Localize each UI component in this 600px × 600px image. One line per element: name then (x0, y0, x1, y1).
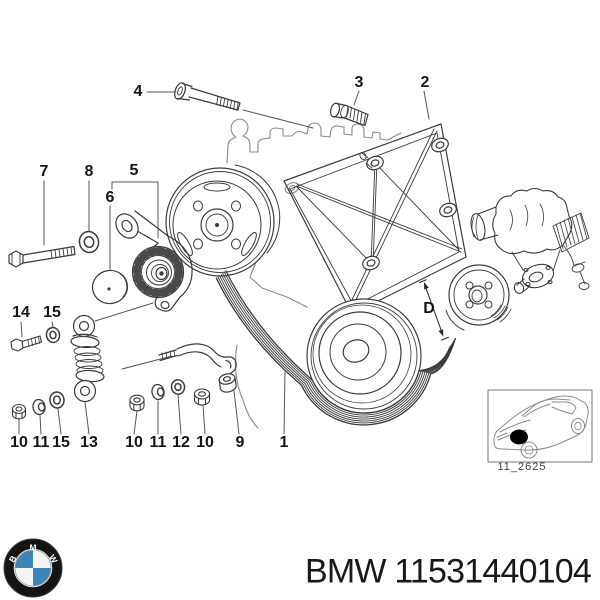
tensioner-assembly (115, 210, 193, 312)
callout-12: 12 (172, 434, 190, 451)
tensioner-damper-13 (70, 314, 105, 403)
bracket-part-2 (283, 123, 467, 315)
part-number-text: BMW 11531440104 (304, 552, 592, 591)
callout-10b: 10 (125, 434, 143, 451)
callout-15a: 15 (43, 304, 61, 321)
bolt-7 (8, 245, 76, 268)
nut-10c (193, 388, 211, 406)
callout-4: 4 (133, 83, 143, 100)
tensioner-cover (91, 269, 129, 305)
drive-belt (215, 270, 457, 426)
support-arm-9 (158, 343, 237, 393)
washer-15b (49, 391, 65, 409)
car-thumbnail (487, 389, 593, 463)
callout-10a: 10 (10, 434, 28, 451)
callout-3: 3 (354, 74, 364, 91)
thumbnail-code: 11_2625 (497, 461, 547, 473)
callout-11a: 11 (32, 434, 50, 451)
callout-8: 8 (84, 163, 94, 180)
dimension-d (418, 279, 449, 341)
callout-15b: 15 (52, 434, 70, 451)
nut-10a (11, 403, 27, 420)
callout-7: 7 (39, 163, 49, 180)
callout-5: 5 (129, 162, 139, 179)
leader-lines (18, 90, 430, 435)
bolt-14 (10, 335, 43, 352)
washer-15a (45, 326, 61, 344)
water-pump (470, 187, 590, 294)
dimension-d-label: D (423, 300, 435, 317)
callout-14: 14 (12, 304, 30, 321)
callout-9: 9 (235, 434, 245, 451)
callout-1: 1 (279, 434, 289, 451)
washer-8 (78, 230, 100, 254)
callout-10c: 10 (196, 434, 214, 451)
logo-letter-m: M (29, 543, 36, 553)
logo-letter-b: B (7, 554, 19, 565)
bmw-logo: B M W (3, 538, 63, 598)
small-pulley (445, 264, 512, 331)
bolt-4 (174, 82, 241, 112)
callout-6: 6 (105, 189, 115, 206)
washer-11b (151, 383, 165, 401)
callout-2: 2 (420, 74, 430, 91)
washer-12 (170, 379, 186, 395)
nut-10b (129, 394, 145, 412)
crank-pulley (306, 298, 422, 414)
bolt-3 (329, 102, 369, 127)
callout-13: 13 (80, 434, 98, 451)
washer-11a (32, 398, 46, 416)
callout-11b: 11 (149, 434, 167, 451)
part-location-dot (510, 429, 528, 445)
water-pump-pulley (165, 164, 281, 277)
